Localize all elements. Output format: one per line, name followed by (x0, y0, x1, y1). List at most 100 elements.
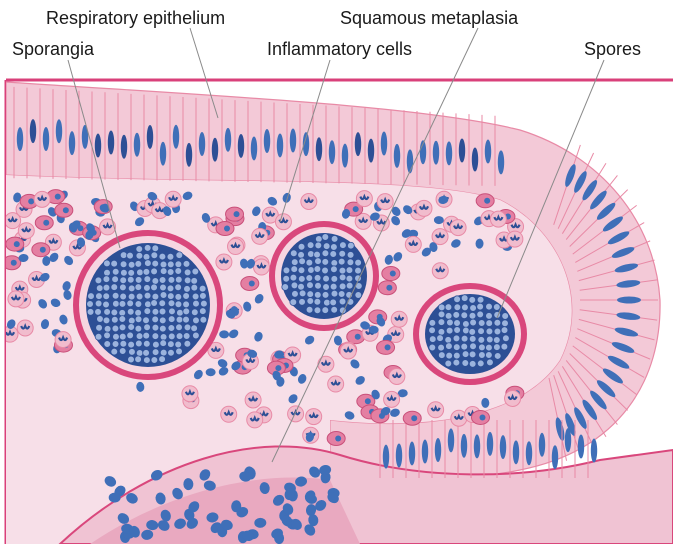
spore (111, 309, 118, 316)
spore (314, 251, 321, 258)
spore (144, 276, 151, 283)
spore (112, 341, 119, 348)
spore (307, 298, 314, 305)
spore (453, 359, 460, 366)
neutrophil (220, 260, 228, 263)
spore (135, 356, 142, 363)
spore (438, 328, 445, 335)
spore (486, 328, 493, 335)
spore (127, 276, 134, 283)
spore (314, 291, 321, 298)
spore (175, 341, 182, 348)
spore (177, 309, 184, 316)
spore (184, 324, 191, 331)
spore (331, 306, 338, 313)
spore (184, 286, 191, 293)
spore (144, 301, 151, 308)
spore (502, 320, 509, 327)
epithelial-nucleus (552, 445, 558, 469)
spore (307, 251, 314, 258)
spore (469, 328, 476, 335)
spore (119, 324, 126, 331)
plasma-cell (385, 344, 391, 350)
spore (487, 359, 494, 366)
spore (493, 344, 500, 351)
spore (103, 293, 110, 300)
spore (461, 295, 468, 302)
spore (135, 340, 142, 347)
spore (120, 340, 127, 347)
epithelial-nucleus (251, 136, 257, 160)
spore (306, 306, 313, 313)
spore (159, 308, 166, 315)
spore (152, 333, 159, 340)
spore (127, 300, 134, 307)
neutrophil (12, 297, 20, 300)
neutrophil (511, 237, 519, 240)
spore (111, 348, 118, 355)
spore (291, 282, 298, 289)
neutrophil (305, 200, 313, 203)
neutrophil (266, 213, 274, 216)
spore (127, 308, 134, 315)
spore (314, 274, 321, 281)
spore (322, 267, 329, 274)
spore (96, 285, 103, 292)
plasma-cell (390, 271, 396, 277)
spore (486, 303, 493, 310)
epithelial-nucleus (500, 435, 506, 459)
neutrophil (16, 287, 24, 290)
spore (338, 291, 345, 298)
spore (183, 333, 190, 340)
spore (429, 336, 436, 343)
epithelial-nucleus (17, 127, 23, 151)
neutrophil (22, 229, 30, 232)
neutrophil (436, 269, 444, 272)
spore (192, 293, 199, 300)
spore (454, 296, 461, 303)
spore (88, 293, 95, 300)
spore (143, 357, 150, 364)
epithelial-nucleus (446, 141, 452, 165)
spore (151, 252, 158, 259)
spore (144, 285, 151, 292)
spore (438, 319, 445, 326)
plasma-cell (411, 415, 417, 421)
spore (355, 267, 362, 274)
spore (119, 348, 126, 355)
spore (151, 357, 158, 364)
epithelial-nucleus (264, 129, 270, 153)
spore (199, 285, 206, 292)
plasma-cell (63, 207, 69, 213)
spore (200, 316, 207, 323)
spore (323, 284, 330, 291)
spore (323, 243, 330, 250)
spore (339, 267, 346, 274)
spore (111, 260, 118, 267)
neutrophil (289, 353, 297, 356)
spore (119, 309, 126, 316)
spore (462, 360, 469, 367)
spore (175, 268, 182, 275)
spore (339, 274, 346, 281)
spore (339, 283, 346, 290)
spore (120, 284, 127, 291)
spore (502, 313, 509, 320)
spore (175, 301, 182, 308)
spore (454, 320, 461, 327)
epithelial-nucleus (526, 441, 532, 465)
spore (346, 267, 353, 274)
spore (306, 275, 313, 282)
spore (112, 268, 119, 275)
spore (167, 285, 174, 292)
neutrophil (420, 206, 428, 209)
epithelial-nucleus (539, 433, 545, 457)
spore (144, 260, 151, 267)
spore (135, 316, 142, 323)
spore (478, 320, 485, 327)
spore (120, 261, 127, 268)
spore (446, 327, 453, 334)
spore (469, 312, 476, 319)
spore (159, 356, 166, 363)
spore (291, 266, 298, 273)
